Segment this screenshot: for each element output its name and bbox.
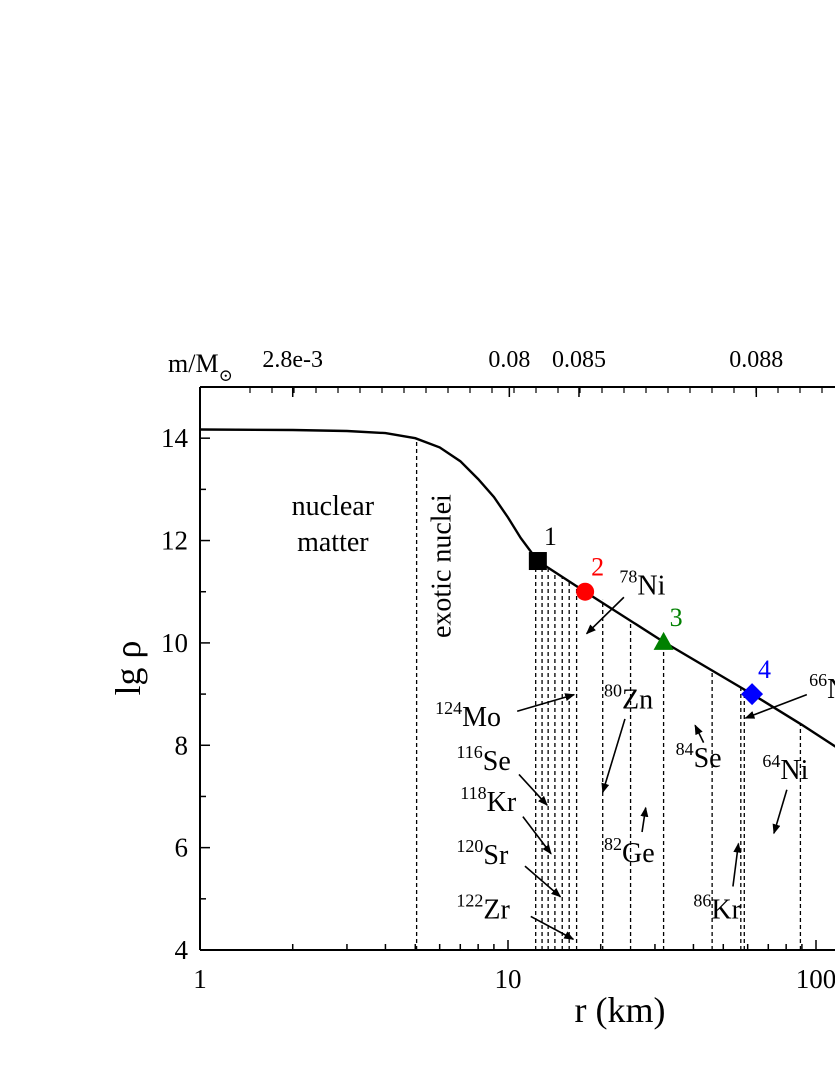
nuclide-symbol: Sr bbox=[483, 840, 509, 871]
y-tick-label: 8 bbox=[175, 730, 189, 760]
nuclide-symbol: Se bbox=[694, 743, 722, 774]
density-curve-group bbox=[200, 428, 835, 748]
nuclide-arrow bbox=[732, 842, 742, 887]
density-curve bbox=[200, 428, 835, 748]
top-tick-label: 0.088 bbox=[729, 347, 783, 373]
marker-label: 3 bbox=[670, 603, 683, 632]
nuclide-label: 120Sr bbox=[456, 836, 509, 871]
nuclide-label: 80Zn bbox=[604, 680, 653, 715]
nuclide-symbol: Kr bbox=[711, 894, 741, 925]
nuclide-label: 118Kr bbox=[460, 783, 517, 818]
nuclide-symbol: Ge bbox=[622, 838, 655, 869]
x-tick-label: 1 bbox=[193, 964, 207, 994]
nuclide-mass-number: 66 bbox=[809, 670, 827, 690]
nuclide-arrow bbox=[640, 806, 649, 833]
nuclide-arrow bbox=[585, 596, 625, 635]
nuclide-mass-number: 78 bbox=[619, 566, 637, 586]
nuclide-label: 86Kr bbox=[693, 890, 741, 925]
top-tick-label: 0.085 bbox=[552, 347, 606, 373]
nuclide-label: 84Se bbox=[676, 739, 722, 774]
x-tick-label: 100 bbox=[796, 964, 835, 994]
nuclide-arrow bbox=[518, 773, 548, 806]
nuclide-mass-number: 124 bbox=[435, 698, 462, 718]
nuclide-symbol: Kr bbox=[487, 787, 517, 818]
nuclide-label: 64Ni bbox=[762, 751, 808, 786]
nuclide-symbol: Se bbox=[483, 746, 511, 777]
y-tick-label: 6 bbox=[175, 833, 189, 863]
nuclide-arrow bbox=[524, 865, 562, 898]
nuclide-arrow bbox=[744, 693, 808, 719]
nuclide-mass-number: 86 bbox=[693, 890, 711, 910]
top-tick-label: 2.8e-3 bbox=[262, 347, 323, 373]
x-tick-label: 10 bbox=[495, 964, 522, 994]
nuclide-symbol: Ni bbox=[780, 755, 808, 786]
nuclide-arrow bbox=[530, 915, 575, 940]
nuclide-label: 82Ge bbox=[604, 834, 655, 869]
y-axis-label-group: lg ρ bbox=[108, 641, 148, 696]
nuclide-mass-number: 84 bbox=[676, 739, 694, 759]
data-markers bbox=[528, 552, 764, 706]
nuclide-arrow bbox=[694, 724, 705, 743]
marker-diamond bbox=[741, 683, 764, 706]
nuclide-arrow bbox=[601, 718, 626, 794]
y-tick-label: 10 bbox=[161, 628, 188, 658]
y-axis-label: lg ρ bbox=[108, 641, 148, 696]
nuclide-mass-number: 82 bbox=[604, 834, 622, 854]
marker-label: 4 bbox=[758, 655, 771, 684]
nuclide-label: 116Se bbox=[456, 742, 510, 777]
nuclide-mass-number: 118 bbox=[460, 783, 486, 803]
top-axis-label: m/M bbox=[168, 349, 219, 378]
marker-label: 2 bbox=[591, 553, 604, 582]
marker-square bbox=[528, 552, 547, 571]
nuclide-symbol: Ni bbox=[637, 570, 665, 601]
nuclide-symbol: Mo bbox=[462, 702, 501, 733]
nuclide-mass-number: 122 bbox=[456, 890, 483, 910]
nuclide-label: 78Ni bbox=[619, 566, 665, 601]
top-tick-label: 0.08 bbox=[488, 347, 530, 373]
nuclide-label: 124Mo bbox=[435, 698, 501, 733]
nuclide-symbol: Zr bbox=[483, 894, 510, 925]
nuclide-mass-number: 116 bbox=[456, 742, 482, 762]
nuclide-mass-number: 80 bbox=[604, 680, 622, 700]
top-axis-label-group: m/M⊙ bbox=[168, 349, 233, 385]
nuclide-label: 122Zr bbox=[456, 890, 510, 925]
nuclide-arrow bbox=[772, 789, 788, 835]
region-label: exotic nuclei bbox=[426, 494, 457, 638]
nuclide-arrow bbox=[522, 816, 552, 855]
y-tick-label: 4 bbox=[175, 935, 189, 965]
nuclide-arrow bbox=[516, 693, 576, 713]
marker-circle bbox=[576, 582, 595, 601]
nuclide-label: 66Ni bbox=[809, 670, 835, 705]
nuclide-mass-number: 120 bbox=[456, 836, 483, 856]
nuclide-symbol: Ni bbox=[827, 674, 835, 705]
nuclide-mass-number: 64 bbox=[762, 751, 780, 771]
region-label-group: exotic nuclei bbox=[426, 494, 457, 638]
region-label: nuclear bbox=[292, 491, 375, 522]
region-label: matter bbox=[297, 527, 369, 558]
svg-text:m/M⊙: m/M⊙ bbox=[168, 349, 233, 385]
y-tick-label: 14 bbox=[161, 423, 189, 453]
y-tick-label: 12 bbox=[161, 526, 188, 556]
top-axis-label-subscript: ⊙ bbox=[219, 366, 233, 385]
marker-triangle bbox=[653, 631, 674, 650]
x-axis-label: r (km) bbox=[575, 990, 666, 1030]
marker-label: 1 bbox=[544, 522, 557, 551]
nuclide-symbol: Zn bbox=[622, 684, 653, 715]
